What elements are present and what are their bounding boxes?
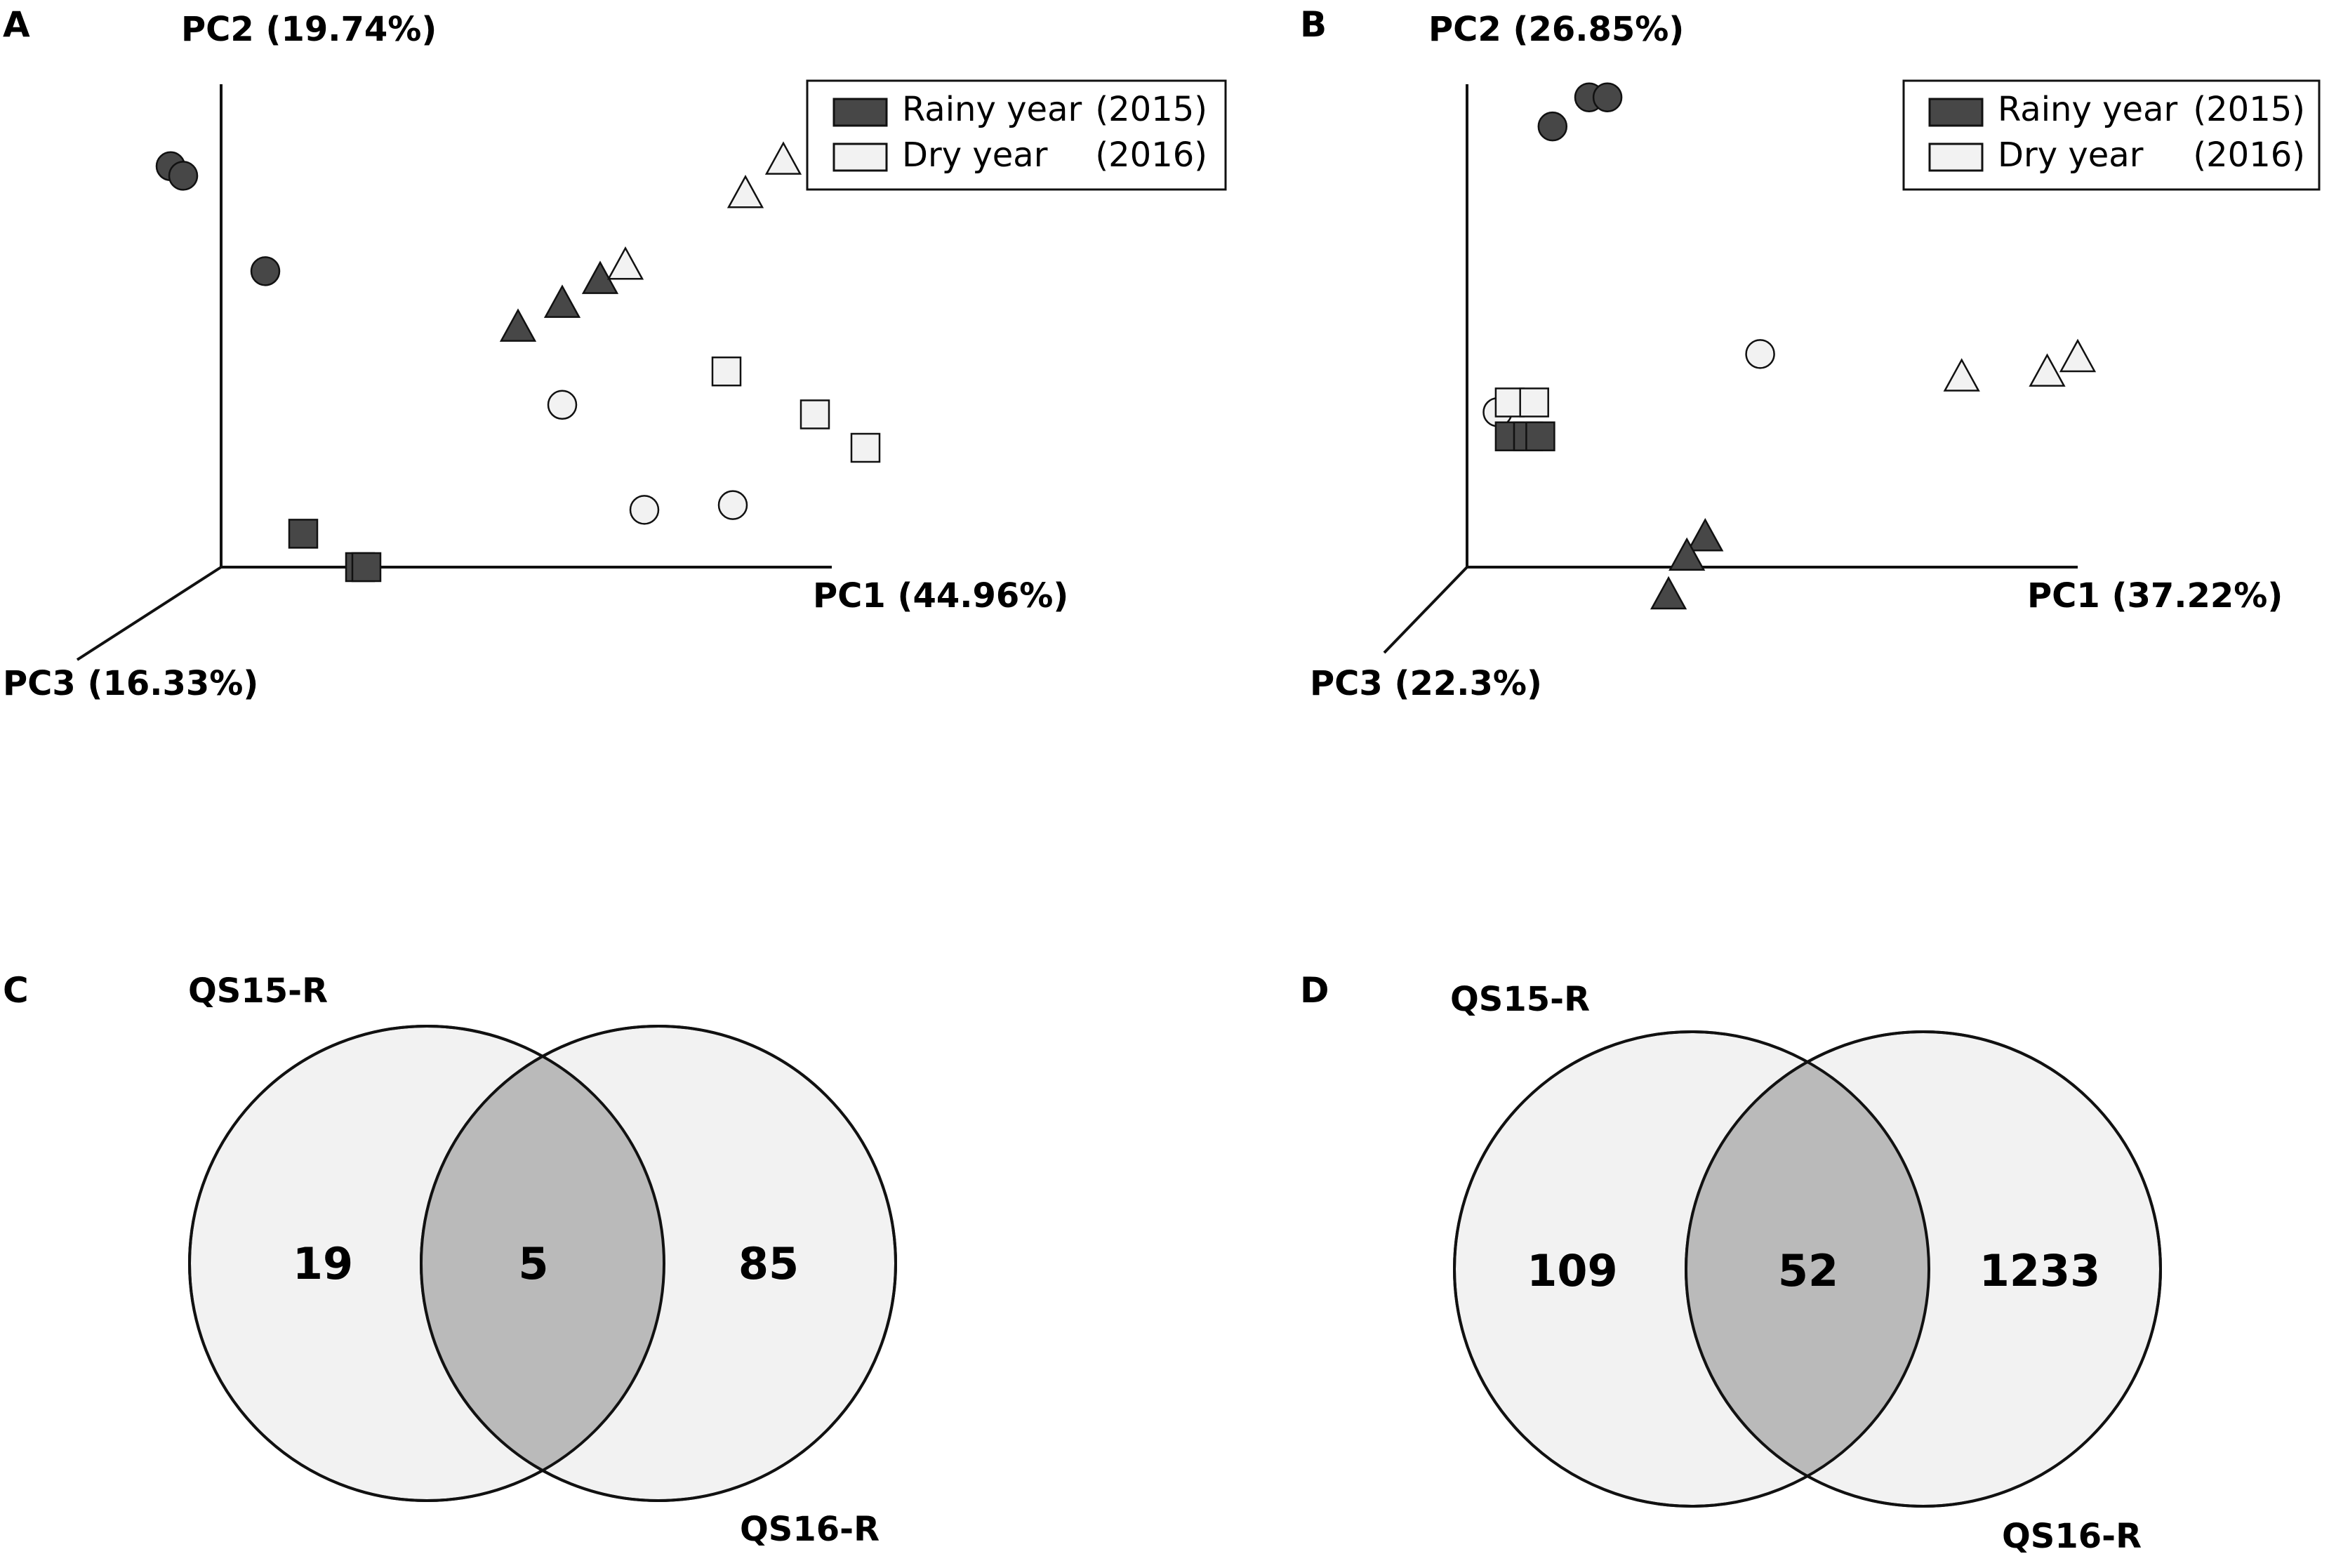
panel-b-point-triangle-light-13 (1943, 358, 1980, 392)
panel-a-point-triangle-dark-4 (543, 284, 581, 318)
panel-b-pc2-label: PC2 (26.85%) (1428, 10, 1684, 49)
panel-b-axes (1383, 84, 2078, 654)
panel-c-set-b-name: QS16-R (740, 1510, 880, 1549)
panel-b-legend-swatch-dry (1928, 142, 1984, 172)
panel-b-point-triangle-light-14 (2029, 353, 2066, 387)
panel-d: D QS15-R QS16-R 109 52 1233 (1300, 970, 2162, 1556)
panel-a-points (155, 141, 881, 583)
panel-b-point-square-dark-9 (1525, 421, 1555, 451)
panel-a-point-circle-light-15 (547, 390, 578, 420)
panel-a-point-triangle-light-6 (606, 246, 644, 280)
panel-a-point-square-light-13 (799, 399, 830, 430)
panel-c-set-a-outline (188, 1025, 665, 1502)
panel-a-legend-swatch-dry (832, 142, 888, 172)
panel-a-point-square-light-12 (711, 356, 742, 387)
panel-a-pc3-axis-line (76, 566, 223, 661)
panel-a-legend-label-dry: Dry year (902, 135, 1048, 175)
panel-d-intersection-count: 52 (1778, 1245, 1838, 1296)
panel-a-pc1-label: PC1 (44.96%) (813, 576, 1068, 616)
panel-a-letter: A (3, 4, 30, 45)
panel-d-set-b-name: QS16-R (2002, 1517, 2142, 1556)
panel-b-point-triangle-dark-10 (1687, 517, 1724, 552)
panel-a-point-circle-light-17 (717, 490, 748, 520)
panel-c: C QS15-R QS16-R 19 5 85 (3, 970, 897, 1549)
panel-a-pc2-label: PC2 (19.74%) (181, 10, 437, 49)
panel-b-point-triangle-dark-11 (1668, 537, 1706, 571)
panel-a-legend-label-rainy: Rainy year (902, 90, 1082, 129)
panel-d-unique-b: 1233 (1979, 1245, 2101, 1296)
panel-b-legend-year-dry: (2016) (2193, 135, 2305, 175)
panel-a-axes (76, 84, 832, 661)
panel-b-points (1482, 82, 2097, 610)
panel-b: B PC2 (26.85%) PC1 (37.22%) PC3 (22.3%) … (1300, 4, 2321, 703)
panel-a-point-square-dark-11 (351, 552, 382, 583)
panel-b-legend-label-rainy: Rainy year (1998, 90, 2177, 129)
panel-a-pc3-label: PC3 (16.33%) (3, 664, 258, 703)
panel-c-unique-a: 19 (293, 1238, 353, 1289)
panel-b-pc3-label: PC3 (22.3%) (1310, 664, 1542, 703)
panel-b-legend-year-rainy: (2015) (2193, 90, 2305, 129)
panel-b-point-circle-dark-0 (1537, 111, 1568, 142)
panel-c-set-b-outline (420, 1025, 897, 1502)
panel-d-set-a-name: QS15-R (1450, 980, 1590, 1019)
panel-a-point-triangle-light-8 (764, 141, 802, 175)
panel-a-point-triangle-dark-3 (499, 308, 537, 342)
panel-a-point-circle-dark-2 (250, 256, 281, 286)
panel-b-point-square-light-6 (1519, 387, 1549, 418)
panel-b-letter: B (1300, 4, 1327, 45)
panel-a-legend: Rainy year (2015) Dry year (2016) (806, 79, 1227, 191)
panel-b-point-triangle-dark-12 (1650, 576, 1687, 610)
panel-b-point-triangle-light-15 (2059, 338, 2097, 373)
panel-c-unique-b: 85 (738, 1238, 799, 1289)
panel-d-letter: D (1300, 970, 1329, 1011)
panel-b-point-square-light-5 (1494, 387, 1525, 418)
panel-b-pc1-label: PC1 (37.22%) (2027, 576, 2283, 616)
panel-d-unique-a: 109 (1527, 1245, 1617, 1296)
panel-a-point-square-light-14 (850, 432, 881, 463)
panel-b-point-circle-dark-2 (1592, 82, 1623, 112)
panel-a-point-circle-dark-1 (168, 161, 199, 191)
panel-a-legend-swatch-rainy (832, 98, 888, 127)
panel-d-set-a-outline (1453, 1030, 1930, 1508)
panel-b-legend-label-dry: Dry year (1998, 135, 2144, 175)
panel-b-legend: Rainy year (2015) Dry year (2016) (1902, 79, 2321, 191)
panel-d-set-b-outline (1685, 1030, 2162, 1508)
panel-a-point-triangle-light-7 (726, 174, 764, 208)
panel-b-legend-swatch-rainy (1928, 98, 1984, 127)
panel-c-intersection (421, 1026, 664, 1501)
panel-a-point-circle-light-16 (629, 495, 660, 525)
panel-a-point-square-dark-9 (288, 519, 319, 549)
panel-a: A PC2 (19.74%) PC1 (44.96%) PC3 (16.33%)… (3, 4, 1227, 703)
panel-c-intersection-count: 5 (518, 1238, 548, 1289)
panel-b-pc3-axis-line (1383, 566, 1468, 654)
panel-b-point-circle-light-4 (1745, 339, 1775, 369)
panel-d-intersection (1686, 1032, 1929, 1506)
panel-a-legend-year-dry: (2016) (1095, 135, 1207, 175)
panel-c-letter: C (3, 970, 29, 1011)
panel-a-legend-year-rainy: (2015) (1095, 90, 1207, 129)
panel-c-set-a-name: QS15-R (188, 971, 328, 1011)
